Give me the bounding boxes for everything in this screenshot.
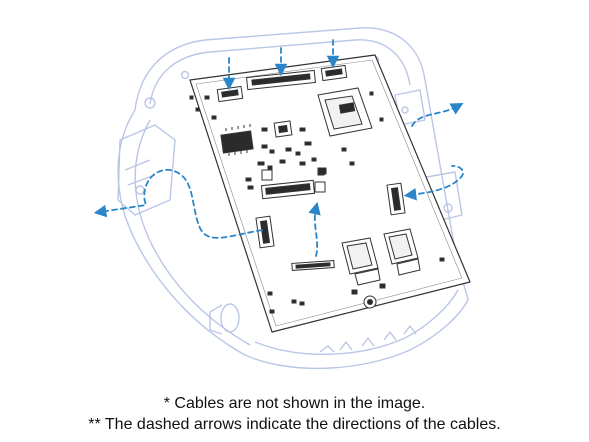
note-cables-not-shown: * Cables are not shown in the image. [163,395,426,412]
bottom-strip-connector [291,260,335,271]
top-center-fpc-connector [246,69,316,91]
bottom-round-part [363,295,377,309]
bottom-small-parts [267,257,445,314]
left-vertical-connector [255,215,275,249]
note-dashed-arrows: ** The dashed arrows indicate the direct… [88,416,501,433]
small-square-chips [261,167,327,193]
board-components [189,64,445,314]
arrow-right-lower [403,164,464,201]
pcb-board [189,54,471,333]
right-vertical-connector [386,182,406,216]
jack-right [383,228,421,276]
sd-card-slot [317,87,373,137]
arrow-right-upper [411,102,464,127]
jack-left [341,237,381,286]
main-chip [220,124,254,156]
figure-notes: * Cables are not shown in the image. ** … [0,393,589,435]
board-assembly-diagram [93,27,471,370]
cable-direction-arrows [93,39,464,257]
arrow-center-up [308,201,321,257]
center-connector [260,179,316,200]
square-ic [273,120,293,138]
arrow-left-curved [93,169,263,239]
